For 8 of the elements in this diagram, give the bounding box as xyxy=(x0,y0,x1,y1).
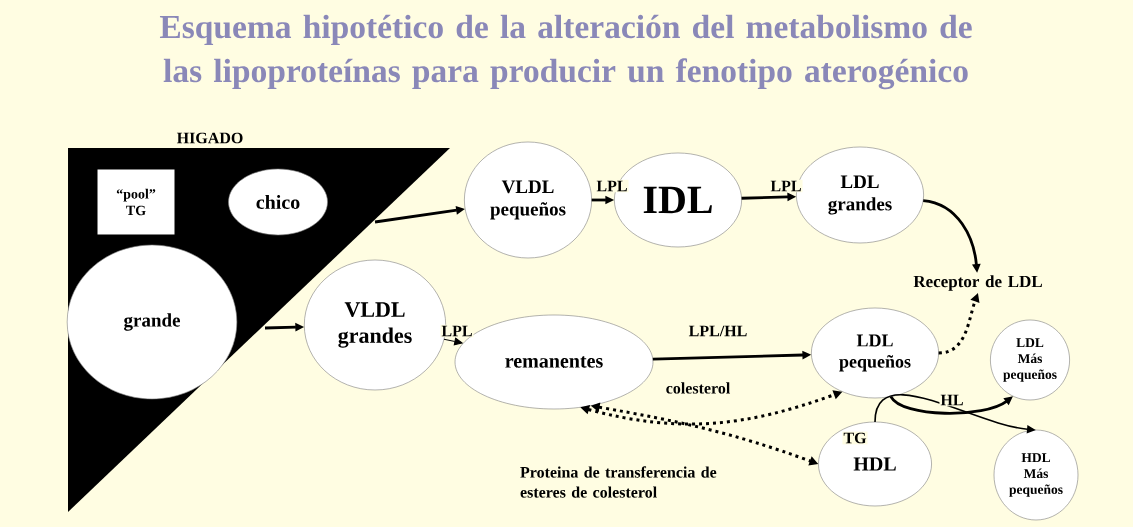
node-label: HIGADO xyxy=(176,132,243,144)
edge-label: colesterol xyxy=(664,381,732,395)
pool-box: “pool” TG xyxy=(96,168,176,236)
title: Esquema hipotético de la alteración del metabolismo de las lipoproteínas para producir un fenotipo aterogénico xyxy=(159,14,972,90)
arrow xyxy=(443,337,463,346)
note: Proteina de transferencia de esteres de colesterol xyxy=(520,466,717,498)
arrow xyxy=(889,395,1013,415)
receptor-label: Receptor de LDL xyxy=(913,275,1042,291)
